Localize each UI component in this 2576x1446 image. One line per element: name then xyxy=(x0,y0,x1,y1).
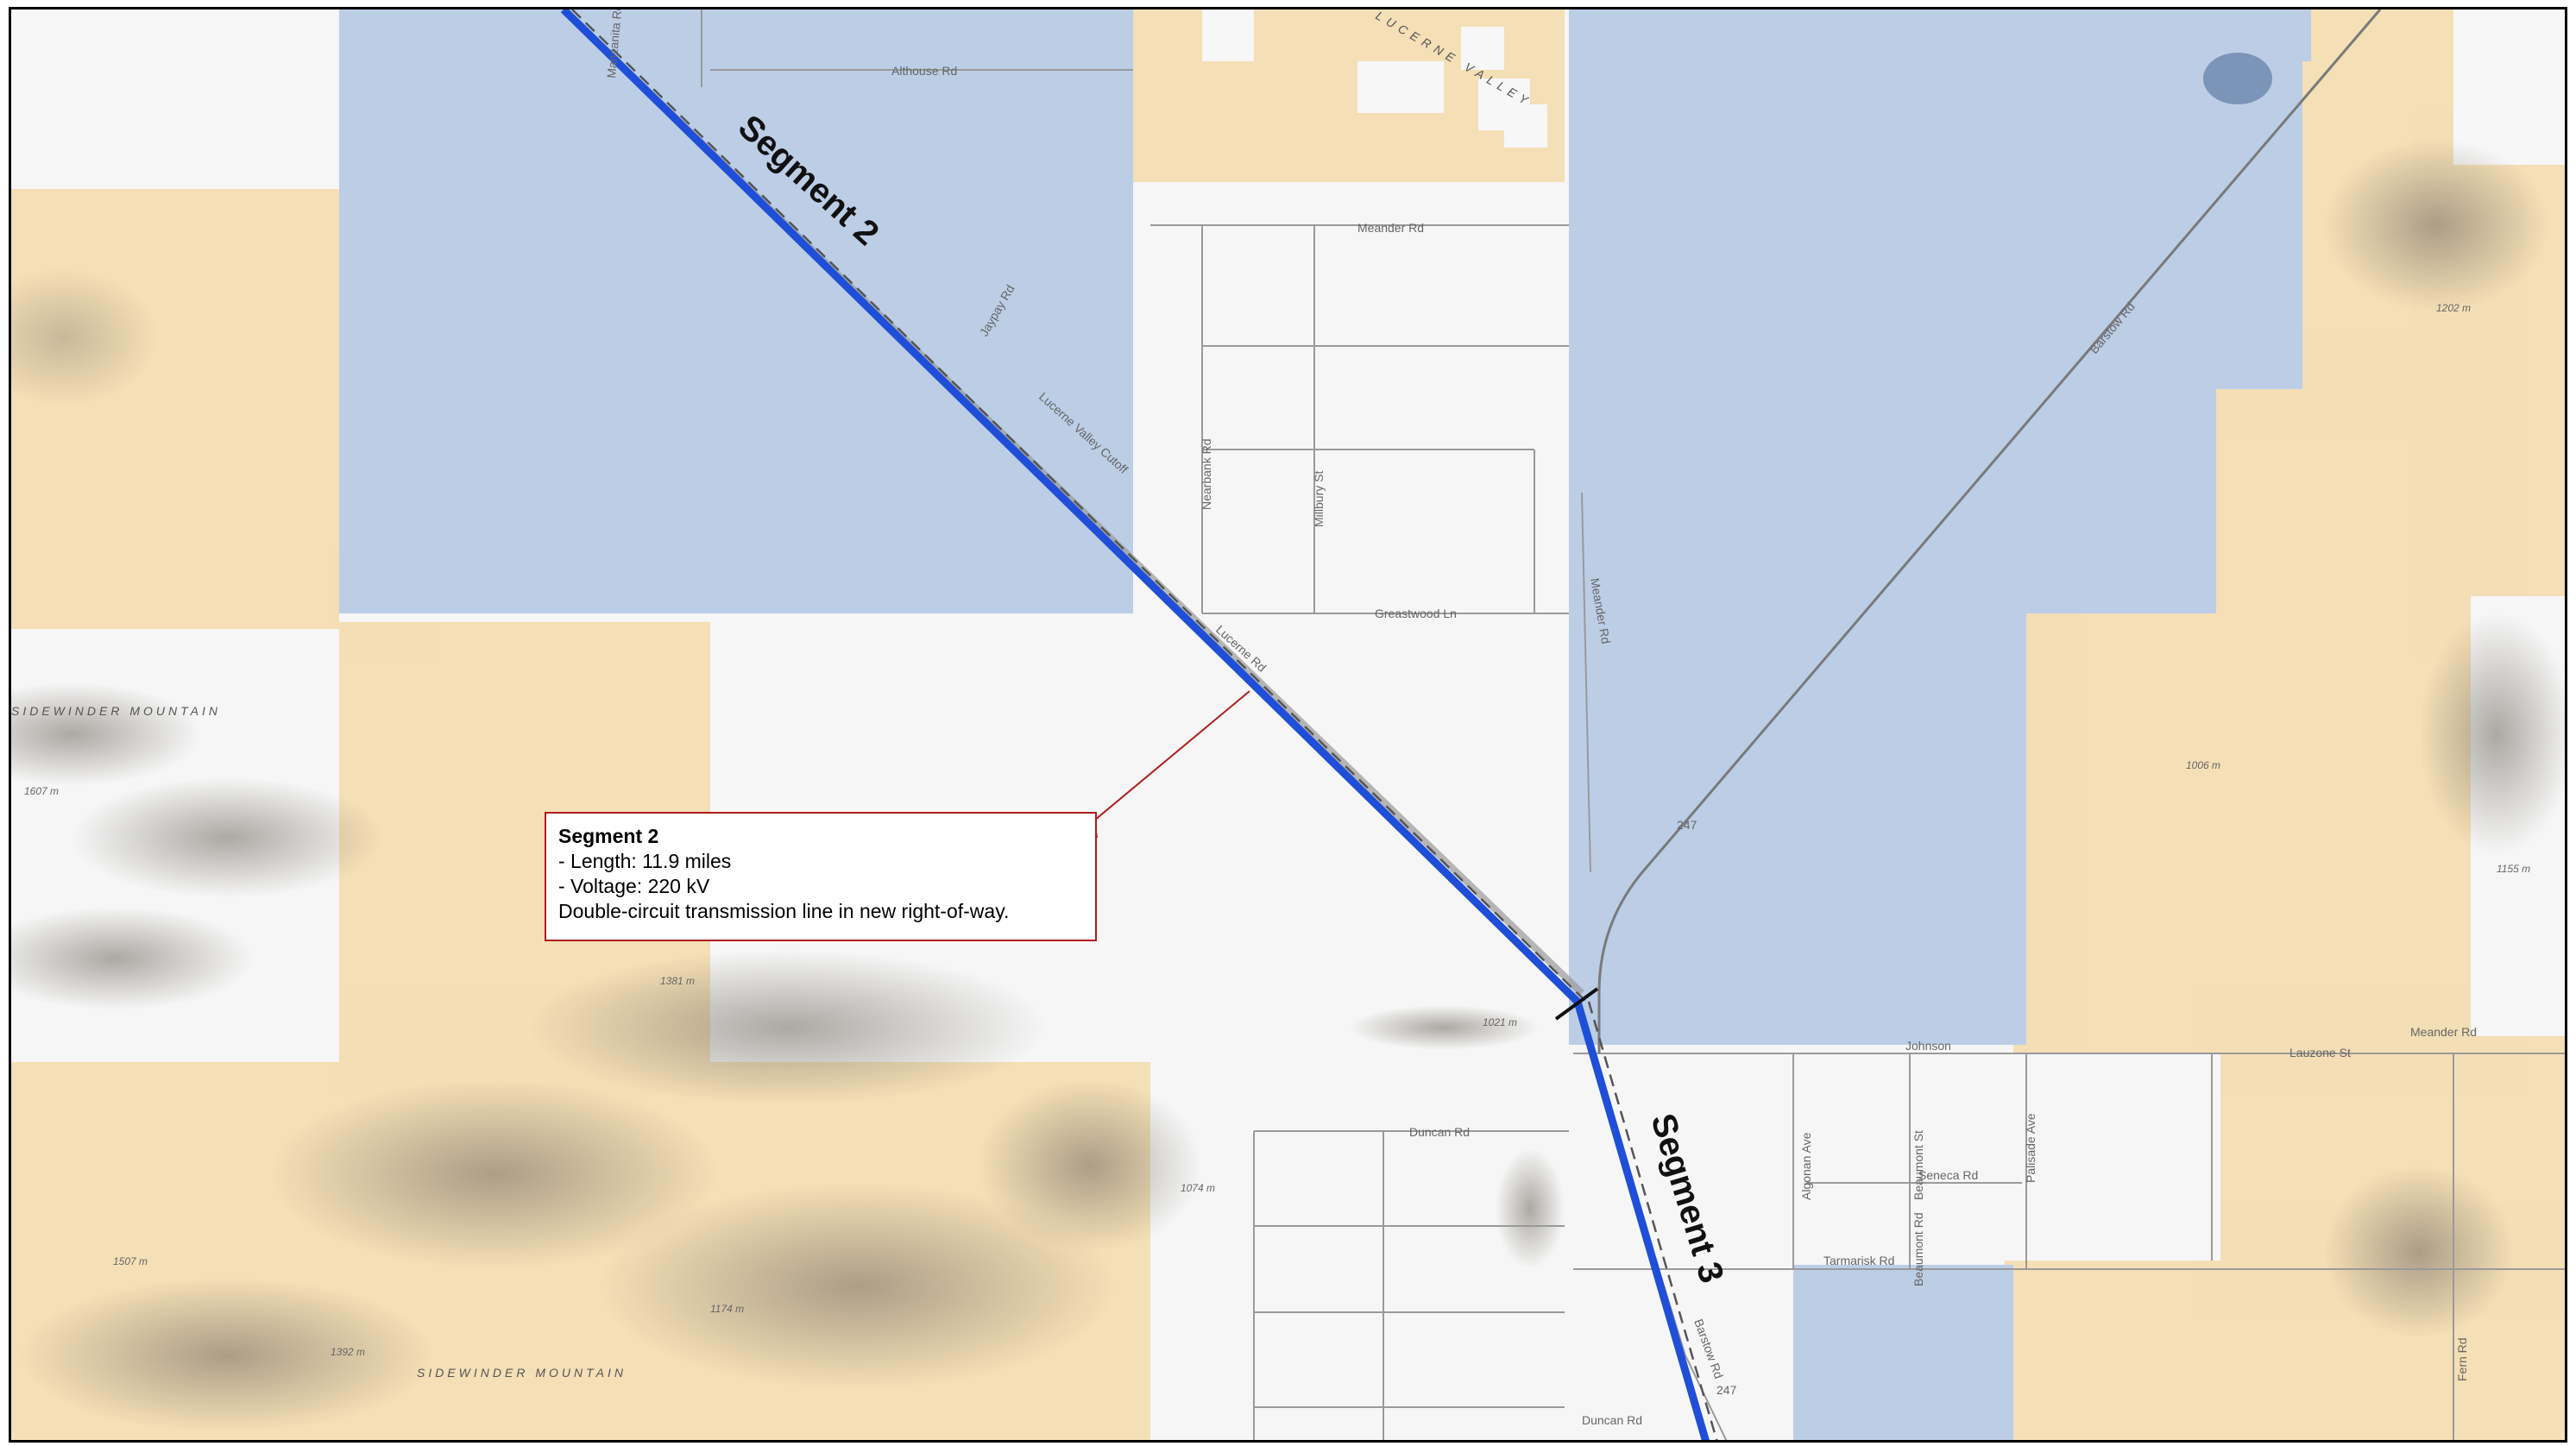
transmission-route xyxy=(560,9,1718,1440)
land-private-blocks xyxy=(1202,9,2565,165)
map-canvas[interactable]: Segment 2 Segment 3 Althouse Rd Meander … xyxy=(11,9,2567,1443)
elevation-label: 1021 m xyxy=(1483,1016,1517,1028)
road-label: Meander Rd xyxy=(2410,1025,2477,1039)
highway-247 xyxy=(1597,9,2382,1053)
callout-length: - Length: 11.9 miles xyxy=(558,850,732,872)
road-label: Duncan Rd xyxy=(1409,1125,1470,1139)
segment-break-marker xyxy=(1554,987,1599,1021)
road-label: Beaumont Rd xyxy=(1912,1212,1925,1286)
elevation-label: 1074 m xyxy=(1181,1182,1215,1194)
road-label: Nearbank Rd xyxy=(1200,439,1213,511)
elevation-label: 1507 m xyxy=(113,1255,148,1267)
road-label: Duncan Rd xyxy=(1582,1413,1642,1427)
segment-info-callout: Segment 2 - Length: 11.9 miles - Voltage… xyxy=(545,812,1097,941)
road-label: Seneca Rd xyxy=(1918,1168,1978,1182)
route-segment-2 xyxy=(560,9,1581,1005)
route-segment-2-dash xyxy=(571,9,1587,1003)
road-label: Millbury St xyxy=(1312,471,1326,527)
elevation-label: 1607 m xyxy=(24,785,59,797)
road-label: Beaumont St xyxy=(1912,1130,1925,1200)
terrain-label: SIDEWINDER MOUNTAIN xyxy=(11,704,221,718)
callout-voltage: - Voltage: 220 kV xyxy=(558,875,710,897)
road-label: Algonan Ave xyxy=(1799,1132,1813,1200)
road-label: Fern Rd xyxy=(2455,1337,2469,1381)
road-label: 247 xyxy=(1677,818,1697,832)
callout-description: Double-circuit transmission line in new … xyxy=(558,900,1010,922)
elevation-label: 1155 m xyxy=(2497,863,2530,875)
road-label: Meander Rd xyxy=(1357,221,1424,235)
road-label: Palisade Ave xyxy=(2024,1113,2037,1183)
elevation-label: 1202 m xyxy=(2436,302,2471,314)
callout-title: Segment 2 xyxy=(558,825,659,847)
route-segment-3-dash xyxy=(1587,1001,1718,1440)
route-segment-3 xyxy=(1573,1000,1710,1440)
street-grid xyxy=(701,9,2565,1440)
road-label: Lauzone St xyxy=(2289,1046,2351,1059)
terrain-hillshade xyxy=(11,53,2565,1433)
elevation-label: 1392 m xyxy=(331,1346,365,1358)
road-label: Greastwood Ln xyxy=(1375,607,1457,620)
road-label: Althouse Rd xyxy=(891,64,957,78)
road-label: Johnson xyxy=(1905,1039,1951,1053)
map-frame[interactable]: Segment 2 Segment 3 Althouse Rd Meander … xyxy=(9,7,2567,1443)
land-blue-parcels xyxy=(339,9,2311,1440)
elevation-labels: 1607 m 1381 m 1507 m 1392 m 1174 m 1074 … xyxy=(24,302,2530,1358)
elevation-label: 1174 m xyxy=(710,1303,744,1315)
elevation-label: 1006 m xyxy=(2186,759,2220,771)
road-label: 247 xyxy=(1716,1383,1737,1397)
terrain-label: SIDEWINDER MOUNTAIN xyxy=(417,1366,627,1380)
road-label: Tarmarisk Rd xyxy=(1823,1254,1894,1267)
road-label: Manzanita Rd xyxy=(604,9,624,79)
elevation-label: 1381 m xyxy=(660,975,695,987)
